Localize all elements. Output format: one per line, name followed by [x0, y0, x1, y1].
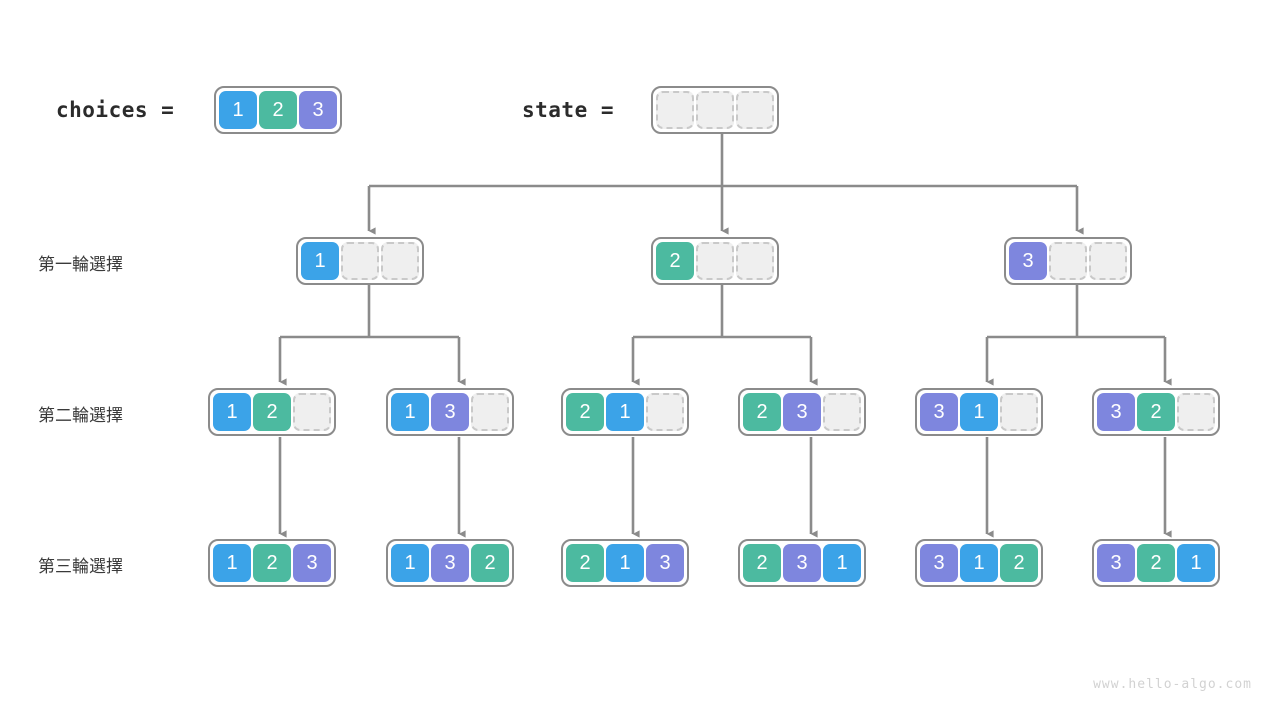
array-cell-empty: [471, 393, 509, 431]
array-cell-value: 1: [960, 544, 998, 582]
array-cell-value: 1: [391, 393, 429, 431]
array-cell-empty: [1049, 242, 1087, 280]
array-cell-value: 1: [606, 393, 644, 431]
array-cell-empty: [1177, 393, 1215, 431]
array-cell-value: 3: [783, 544, 821, 582]
array-cell-value: 2: [253, 393, 291, 431]
array-cell-empty: [1089, 242, 1127, 280]
array-cell-value: 2: [743, 393, 781, 431]
array-cell-value: 3: [1097, 393, 1135, 431]
array-cell-value: 3: [431, 544, 469, 582]
array-cell-value: 2: [743, 544, 781, 582]
state-label: state =: [522, 98, 615, 122]
array-cell-value: 2: [471, 544, 509, 582]
array-cell-value: 3: [920, 393, 958, 431]
array-cell-empty: [736, 91, 774, 129]
array-cell-value: 2: [566, 393, 604, 431]
tree-node-level1-1: 1: [296, 237, 424, 285]
array-cell-value: 2: [656, 242, 694, 280]
tree-node-level1-2: 2: [651, 237, 779, 285]
array-cell-value: 2: [253, 544, 291, 582]
choices-label: choices =: [56, 98, 175, 122]
array-cell-value: 1: [219, 91, 257, 129]
array-cell-value: 1: [301, 242, 339, 280]
array-cell-value: 3: [431, 393, 469, 431]
array-cell-value: 2: [1137, 544, 1175, 582]
array-cell-empty: [293, 393, 331, 431]
array-cell-value: 3: [646, 544, 684, 582]
array-cell-value: 1: [606, 544, 644, 582]
array-cell-value: 2: [566, 544, 604, 582]
array-cell-empty: [736, 242, 774, 280]
array-cell-value: 3: [1097, 544, 1135, 582]
state-array: [651, 86, 779, 134]
row-label-round-1: 第一輪選擇: [38, 255, 123, 274]
array-cell-value: 1: [213, 393, 251, 431]
array-cell-empty: [646, 393, 684, 431]
array-cell-empty: [656, 91, 694, 129]
array-cell-value: 3: [783, 393, 821, 431]
tree-node-level1-3: 3: [1004, 237, 1132, 285]
array-cell-value: 2: [1000, 544, 1038, 582]
array-cell-value: 3: [299, 91, 337, 129]
array-cell-empty: [341, 242, 379, 280]
array-cell-value: 3: [293, 544, 331, 582]
array-cell-empty: [1000, 393, 1038, 431]
array-cell-empty: [823, 393, 861, 431]
watermark: www.hello-algo.com: [1093, 677, 1252, 692]
row-label-round-2: 第二輪選擇: [38, 406, 123, 425]
array-cell-value: 1: [823, 544, 861, 582]
array-cell-value: 1: [213, 544, 251, 582]
array-cell-empty: [696, 91, 734, 129]
array-cell-value: 3: [1009, 242, 1047, 280]
array-cell-value: 1: [960, 393, 998, 431]
array-cell-value: 3: [920, 544, 958, 582]
row-label-round-3: 第三輪選擇: [38, 557, 123, 576]
array-cell-empty: [381, 242, 419, 280]
array-cell-value: 1: [1177, 544, 1215, 582]
array-cell-value: 1: [391, 544, 429, 582]
array-cell-value: 2: [1137, 393, 1175, 431]
array-cell-empty: [696, 242, 734, 280]
array-cell-value: 2: [259, 91, 297, 129]
